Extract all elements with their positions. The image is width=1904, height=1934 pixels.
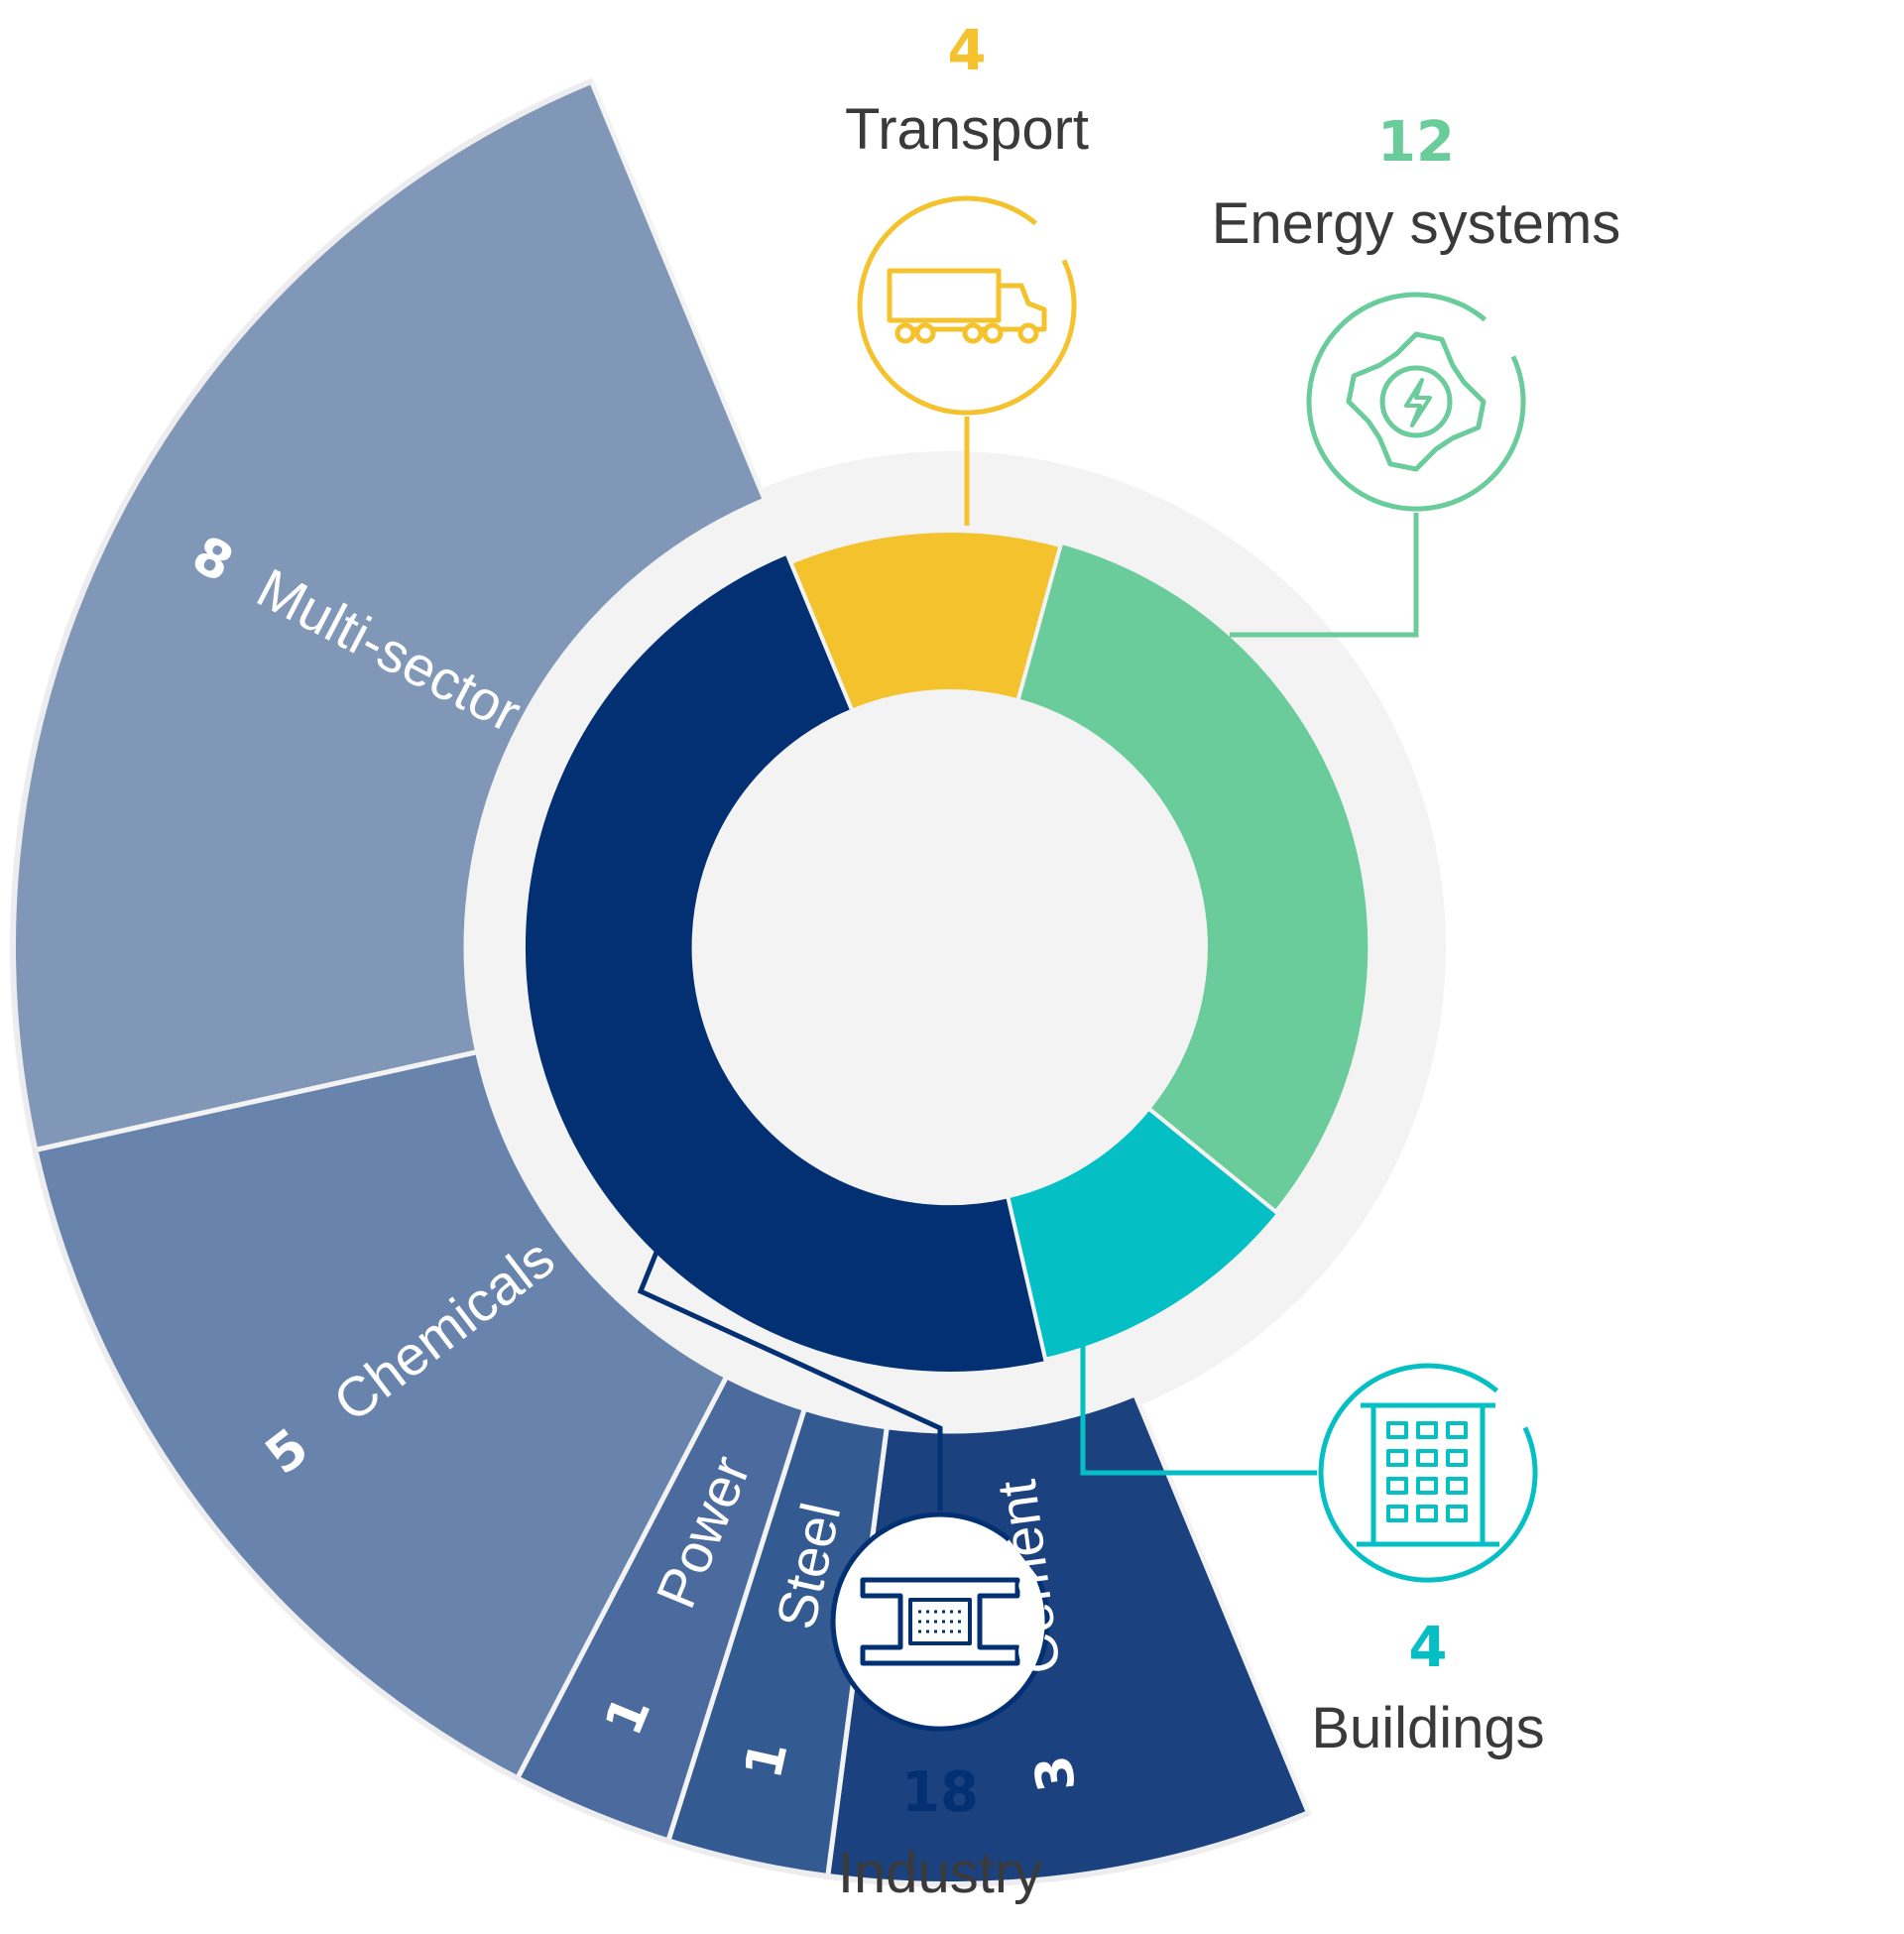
donut-hole bbox=[696, 693, 1204, 1201]
label-buildings: Buildings bbox=[1311, 1696, 1544, 1760]
connector-lines bbox=[637, 417, 1419, 1511]
value-buildings: 4 bbox=[1409, 1616, 1448, 1680]
value-industry: 18 bbox=[901, 1760, 979, 1825]
main-donut bbox=[521, 529, 1372, 1376]
value-energy-systems: 12 bbox=[1377, 110, 1455, 175]
gear-lightning-icon bbox=[1306, 292, 1526, 512]
truck-icon bbox=[857, 195, 1077, 416]
category-icons bbox=[830, 195, 1538, 1732]
donut-slice-industry bbox=[521, 550, 1049, 1376]
label-industry: Industry bbox=[838, 1841, 1042, 1905]
label-transport: Transport bbox=[845, 97, 1089, 162]
label-energy-systems: Energy systems bbox=[1212, 191, 1621, 256]
sub-value-cement: 3 bbox=[1024, 1752, 1088, 1795]
building-icon bbox=[1318, 1363, 1538, 1583]
connector-energy-systems bbox=[1230, 513, 1419, 638]
connector-industry bbox=[637, 1244, 943, 1511]
value-transport: 4 bbox=[948, 19, 987, 83]
steel-beam-icon bbox=[830, 1511, 1050, 1732]
outer-ring-edge bbox=[10, 78, 1310, 1887]
donut-slice-energy-systems bbox=[1015, 540, 1372, 1215]
connector-buildings bbox=[1080, 1329, 1317, 1476]
